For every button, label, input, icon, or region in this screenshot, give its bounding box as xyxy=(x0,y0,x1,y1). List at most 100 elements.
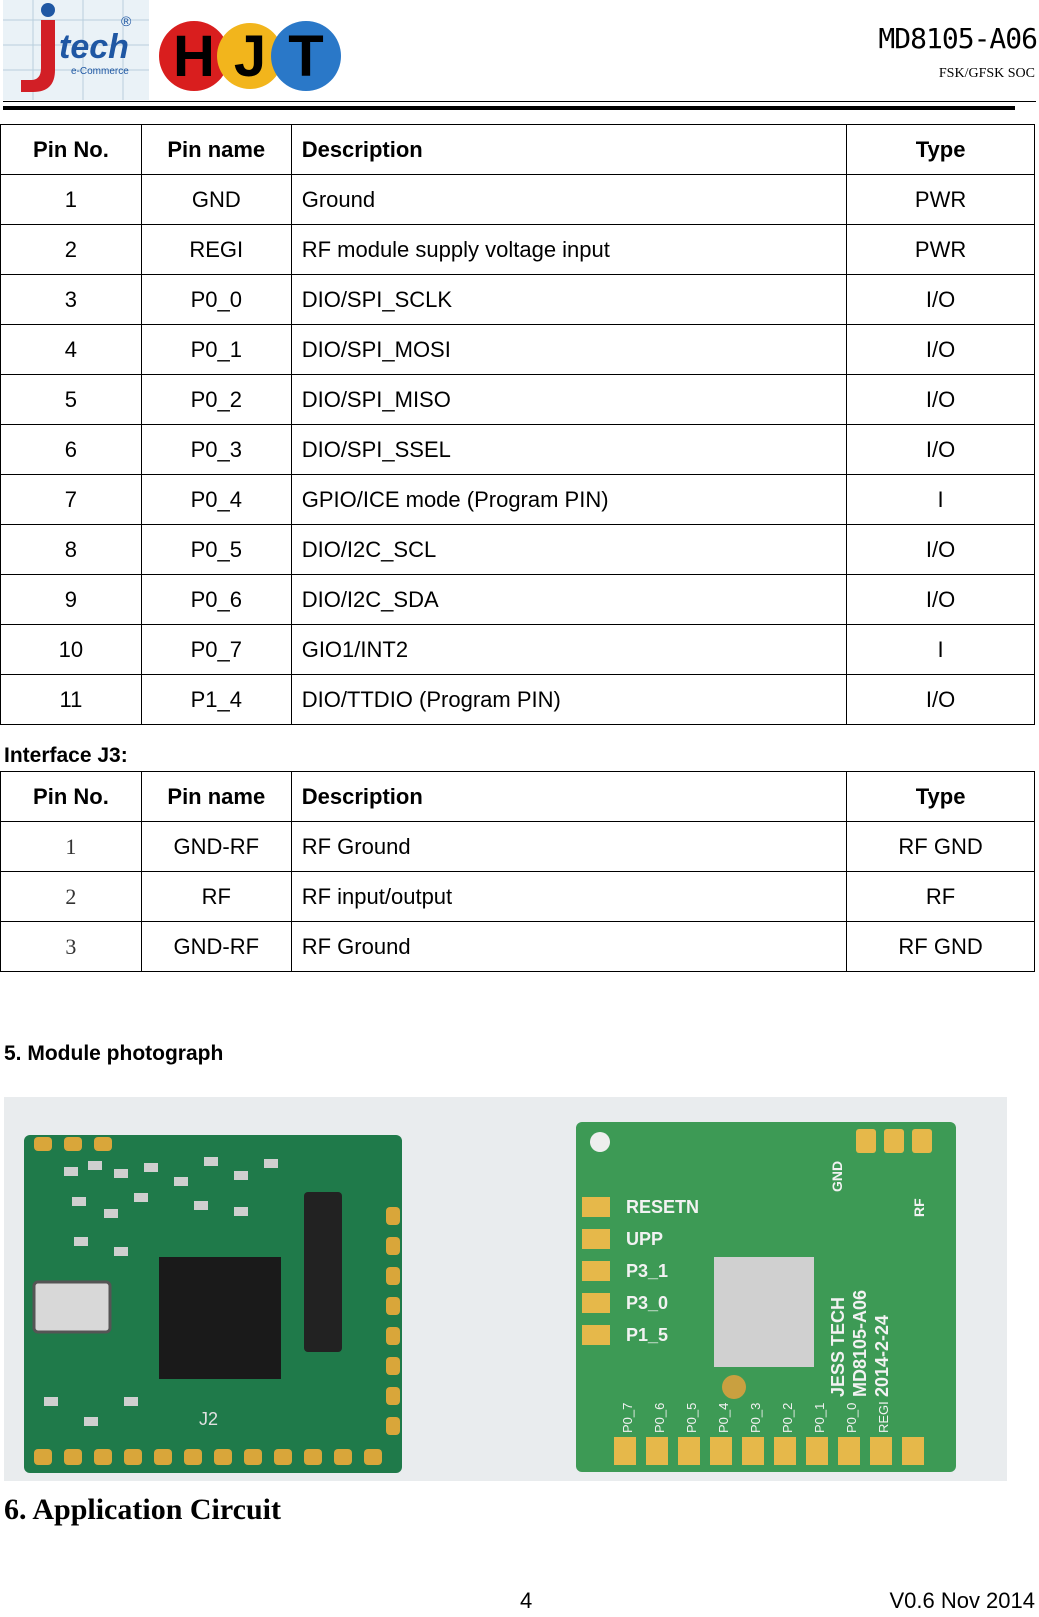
description-cell: DIO/I2C_SDA xyxy=(290,574,848,625)
description-cell: RF input/output xyxy=(290,871,848,922)
svg-text:RESETN: RESETN xyxy=(626,1197,699,1217)
pin-number-cell: 8 xyxy=(0,524,142,575)
pin-name-cell: P0_0 xyxy=(140,274,292,325)
type-cell: RF GND xyxy=(846,821,1035,872)
pin-number-cell: 5 xyxy=(0,374,142,425)
pin-name-cell: RF xyxy=(140,871,292,922)
description-cell: Ground xyxy=(290,174,848,225)
type-cell: I/O xyxy=(846,524,1035,575)
svg-text:P0_0: P0_0 xyxy=(844,1403,859,1433)
col-header-pin-no: Pin No. xyxy=(0,124,142,175)
svg-text:J: J xyxy=(234,24,266,89)
pin-name-cell: P0_5 xyxy=(140,524,292,575)
type-cell: I/O xyxy=(846,424,1035,475)
type-cell: RF xyxy=(846,871,1035,922)
pin-name-cell: P0_2 xyxy=(140,374,292,425)
pin-number-cell: 9 xyxy=(0,574,142,625)
type-cell: I/O xyxy=(846,274,1035,325)
col-header-description: Description xyxy=(290,771,848,822)
table-header-row: Pin No. Pin name Description Type xyxy=(0,124,1035,175)
pin-number-cell: 1 xyxy=(0,821,142,872)
model-number: MD8105-A06 xyxy=(878,22,1038,55)
svg-text:JESS TECH: JESS TECH xyxy=(828,1297,848,1397)
description-cell: GPIO/ICE mode (Program PIN) xyxy=(290,474,848,525)
header-rule-thin xyxy=(3,101,1036,102)
pin-number-cell: 6 xyxy=(0,424,142,475)
type-cell: I/O xyxy=(846,324,1035,375)
page-number: 4 xyxy=(520,1588,533,1613)
pin-name-cell: GND xyxy=(140,174,292,225)
type-cell: I xyxy=(846,624,1035,675)
pin-number-cell: 2 xyxy=(0,224,142,275)
pin-name-cell: REGI xyxy=(140,224,292,275)
type-cell: PWR xyxy=(846,224,1035,275)
type-cell: RF GND xyxy=(846,921,1035,972)
description-cell: DIO/TTDIO (Program PIN) xyxy=(290,674,848,725)
description-cell: GIO1/INT2 xyxy=(290,624,848,675)
description-cell: DIO/SPI_SCLK xyxy=(290,274,848,325)
pin-name-cell: P0_6 xyxy=(140,574,292,625)
description-cell: DIO/SPI_MOSI xyxy=(290,324,848,375)
svg-text:UPP: UPP xyxy=(626,1229,663,1249)
pin-number-cell: 10 xyxy=(0,624,142,675)
pin-name-cell: P0_3 xyxy=(140,424,292,475)
pin-number-cell: 3 xyxy=(0,274,142,325)
description-cell: RF Ground xyxy=(290,921,848,972)
svg-text:P3_0: P3_0 xyxy=(626,1293,668,1313)
pin-number-cell: 7 xyxy=(0,474,142,525)
pin-name-cell: P1_4 xyxy=(140,674,292,725)
svg-text:H: H xyxy=(173,24,215,89)
svg-text:MD8105-A06: MD8105-A06 xyxy=(850,1290,870,1397)
svg-text:P0_5: P0_5 xyxy=(684,1403,699,1433)
svg-text:P1_5: P1_5 xyxy=(626,1325,668,1345)
module-photograph: J2 RESETN UPP P3_1 P3_0 P1_5 JESS TECH xyxy=(4,1097,1007,1481)
interface-j3-label: Interface J3: xyxy=(4,744,128,767)
svg-text:P0_3: P0_3 xyxy=(748,1403,763,1433)
col-header-type: Type xyxy=(846,124,1035,175)
type-cell: I xyxy=(846,474,1035,525)
version-date: V0.6 Nov 2014 xyxy=(889,1588,1035,1613)
col-header-pin-name: Pin name xyxy=(140,124,292,175)
col-header-pin-name: Pin name xyxy=(140,771,292,822)
pin-name-cell: GND-RF xyxy=(140,921,292,972)
section-5-heading: 5. Module photograph xyxy=(4,1042,224,1065)
pin-number-cell: 1 xyxy=(0,174,142,225)
col-header-pin-no: Pin No. xyxy=(0,771,142,822)
pin-name-cell: P0_7 xyxy=(140,624,292,675)
pin-name-cell: GND-RF xyxy=(140,821,292,872)
col-header-type: Type xyxy=(846,771,1035,822)
model-subtitle: FSK/GFSK SOC xyxy=(938,66,1035,81)
pin-name-cell: P0_4 xyxy=(140,474,292,525)
type-cell: I/O xyxy=(846,674,1035,725)
svg-text:e-Commerce: e-Commerce xyxy=(71,66,129,77)
pin-number-cell: 11 xyxy=(0,674,142,725)
description-cell: RF module supply voltage input xyxy=(290,224,848,275)
svg-text:P3_1: P3_1 xyxy=(626,1261,668,1281)
pin-number-cell: 4 xyxy=(0,324,142,375)
section-6-heading: 6. Application Circuit xyxy=(4,1493,281,1526)
svg-text:P0_2: P0_2 xyxy=(780,1403,795,1433)
svg-text:P0_4: P0_4 xyxy=(716,1403,731,1433)
header-rule-thick xyxy=(3,106,1015,110)
svg-text:®: ® xyxy=(121,13,132,29)
svg-text:GND: GND xyxy=(829,1161,845,1192)
type-cell: I/O xyxy=(846,574,1035,625)
svg-text:P0_7: P0_7 xyxy=(620,1403,635,1433)
type-cell: PWR xyxy=(846,174,1035,225)
description-cell: DIO/SPI_SSEL xyxy=(290,424,848,475)
svg-text:RF: RF xyxy=(911,1198,927,1217)
description-cell: RF Ground xyxy=(290,821,848,872)
table-header-row: Pin No. Pin name Description Type xyxy=(0,771,1035,822)
pin-number-cell: 2 xyxy=(0,871,142,922)
